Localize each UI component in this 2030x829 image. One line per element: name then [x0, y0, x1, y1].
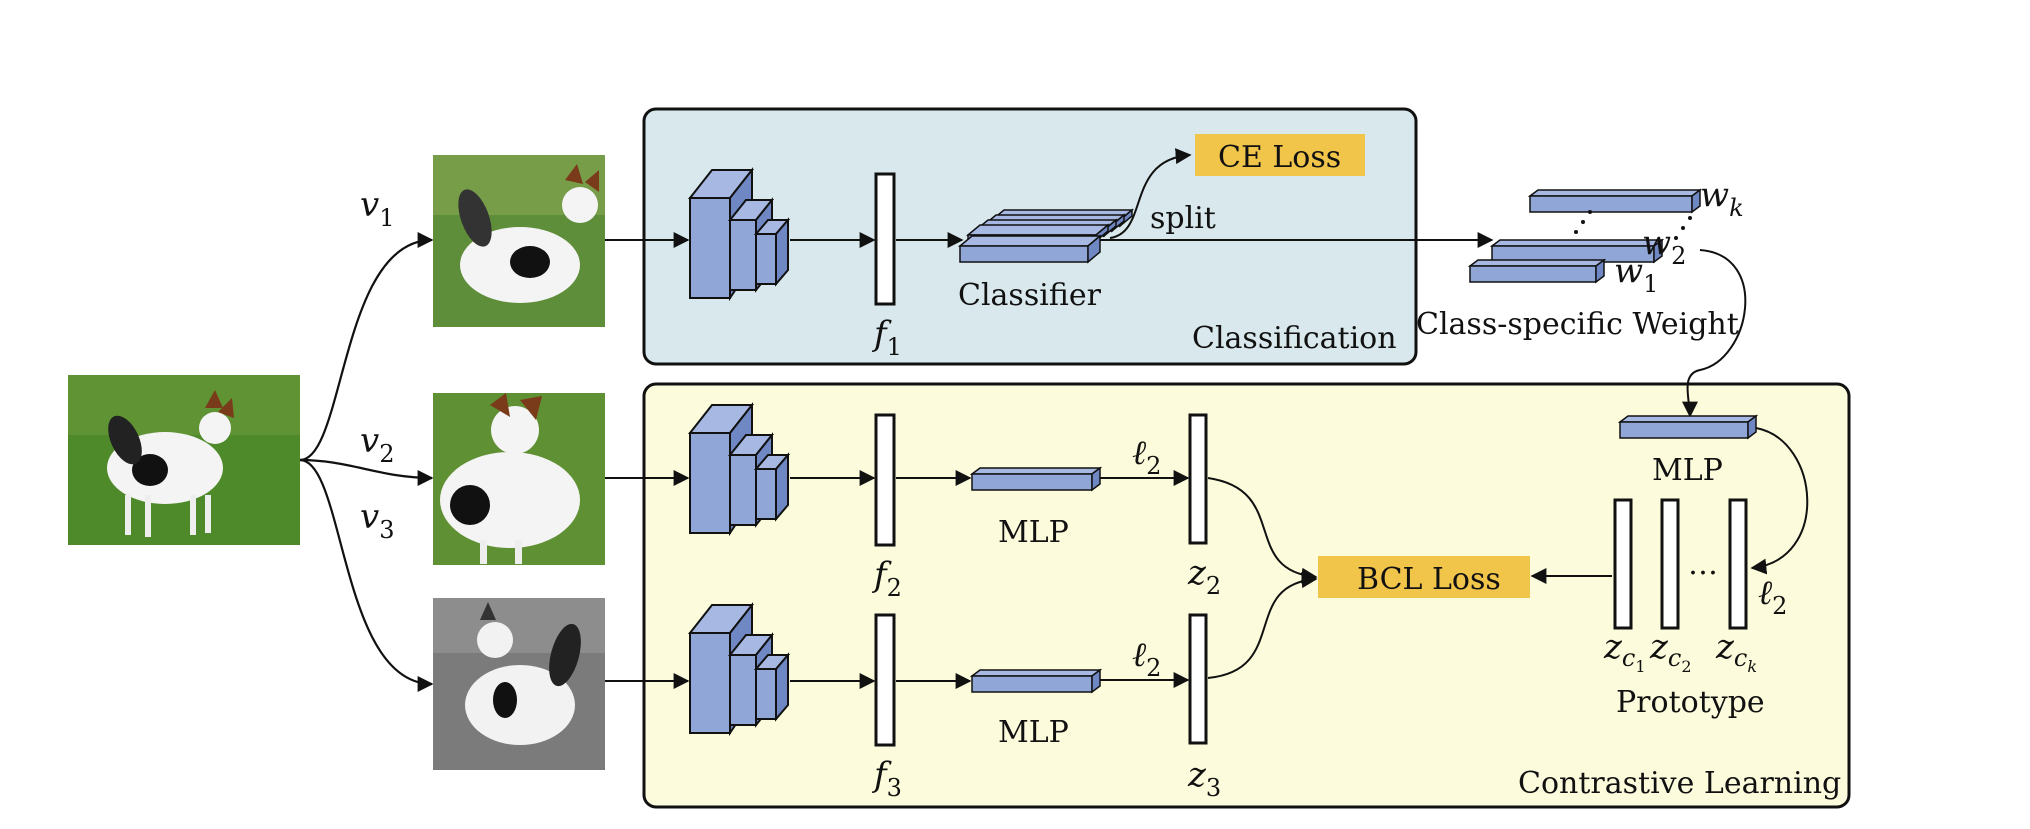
- view-2-label: v2: [360, 421, 395, 468]
- mlp-block-2: [969, 466, 1103, 492]
- prototype-ellipsis: …: [1688, 547, 1718, 582]
- view-image-2: [433, 393, 605, 565]
- z2-to-bcl-arrow: [1207, 477, 1318, 584]
- weight-vector-w2: [1489, 238, 1665, 264]
- weight-vector-wk: [1527, 188, 1703, 214]
- prototype-mlp-block: [1617, 414, 1759, 440]
- input-image: [68, 375, 300, 545]
- feature-vector-f2: [874, 413, 896, 547]
- l2-prototype-label: ℓ2: [1758, 573, 1787, 620]
- view-1-arrow: [299, 232, 434, 462]
- prototype-label: Prototype: [1616, 685, 1765, 720]
- l2-row2-label: ℓ2: [1132, 433, 1161, 480]
- contrastive-panel-title: Contrastive Learning: [1518, 766, 1841, 801]
- weights-to-mlp-arrow: [1681, 249, 1747, 418]
- z3-to-bcl-arrow: [1207, 572, 1318, 679]
- weight-vector-w1: [1467, 258, 1607, 284]
- contrastive-panel: [642, 382, 1851, 809]
- classification-panel-title: Classification: [1192, 321, 1397, 356]
- zc1-label: zc1: [1603, 627, 1646, 676]
- mlp-block-3: [969, 668, 1103, 694]
- view-3-label: v3: [360, 497, 395, 544]
- prototype-vector-c1: [1613, 498, 1633, 630]
- w2-label: w2: [1642, 223, 1686, 270]
- f2-label: f2: [871, 555, 902, 602]
- mlp-2-label: MLP: [998, 515, 1069, 550]
- split-label: split: [1150, 201, 1216, 236]
- ce-loss-box: [1195, 134, 1365, 176]
- zc2-label: zc2: [1649, 627, 1692, 676]
- classifier-to-ce-loss-arrow: [1109, 148, 1192, 239]
- prototype-mlp-to-prototypes-arrow: [1750, 427, 1809, 575]
- backbone-network-3: [687, 602, 791, 737]
- view-2-arrow: [299, 458, 434, 486]
- zck-label: zck: [1715, 627, 1757, 676]
- mlp-3-label: MLP: [998, 715, 1069, 750]
- embedding-vector-z2: [1188, 413, 1208, 545]
- w1-label: w1: [1614, 251, 1658, 298]
- feature-vector-f3: [874, 613, 896, 747]
- prototype-vector-ck: [1728, 498, 1748, 630]
- z3-label: z3: [1187, 755, 1221, 802]
- bcl-loss-box: [1318, 556, 1530, 598]
- backbone-network-2: [687, 402, 791, 537]
- ce-loss-label: CE Loss: [1218, 140, 1341, 175]
- wk-label: wk: [1700, 175, 1744, 222]
- view-image-3: [433, 598, 605, 770]
- view-image-1: [433, 155, 605, 327]
- l2-row3-label: ℓ2: [1132, 635, 1161, 682]
- class-weight-label: Class-specific Weight: [1416, 307, 1739, 342]
- bcl-loss-label: BCL Loss: [1357, 562, 1501, 597]
- view-3-arrow: [299, 458, 434, 692]
- z2-label: z2: [1187, 553, 1221, 600]
- prototype-vector-c2: [1660, 498, 1680, 630]
- prototype-mlp-label: MLP: [1652, 453, 1723, 488]
- view-1-label: v1: [360, 185, 395, 232]
- class-weight-vectors: [1467, 188, 1703, 284]
- classifier-block: [957, 208, 1135, 264]
- classifier-label: Classifier: [958, 278, 1102, 313]
- feature-vector-f1: [874, 172, 896, 306]
- backbone-network-1: [687, 167, 791, 302]
- embedding-vector-z3: [1188, 613, 1208, 745]
